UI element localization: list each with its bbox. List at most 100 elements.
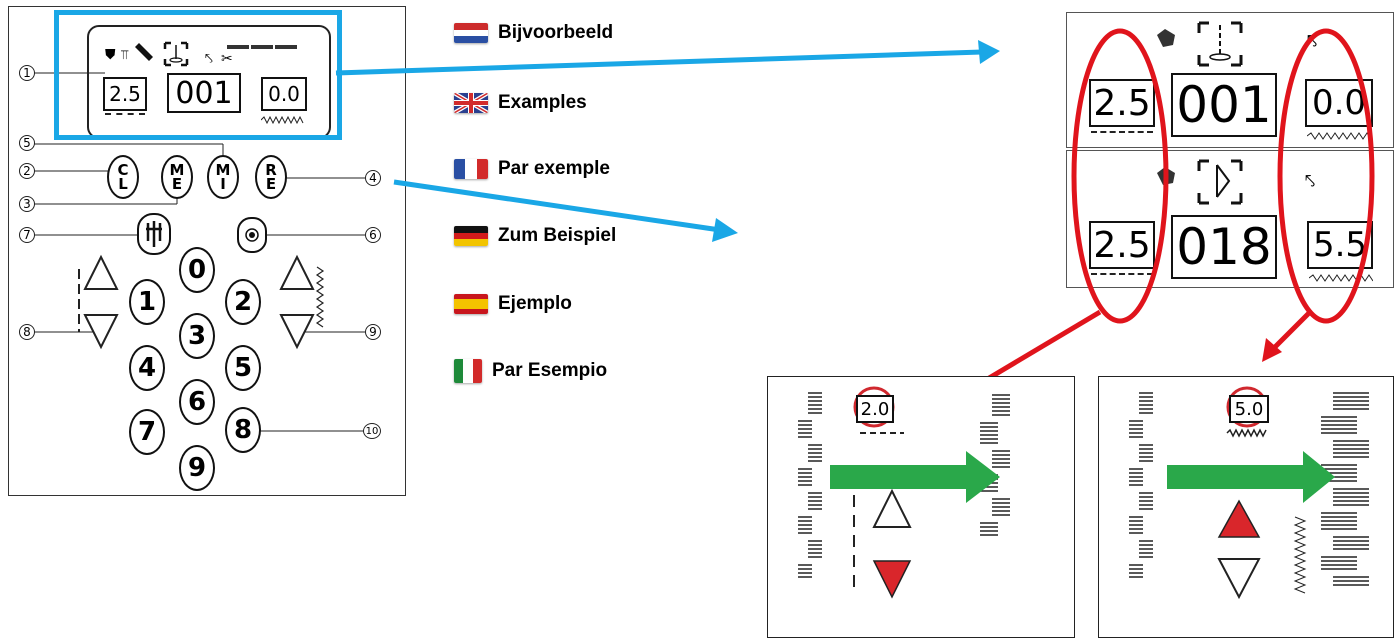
top-width-zigzag bbox=[1306, 127, 1372, 145]
language-label-spanish: Ejemplo bbox=[498, 293, 572, 314]
mode-icons: ⛊ ⫪ ⤣ ✂ bbox=[105, 41, 297, 67]
number-key-9[interactable]: 9 bbox=[179, 445, 215, 491]
language-italian: Par Esempio bbox=[454, 356, 734, 386]
lcd-icons: ⛊ ⫪ ⤣ ✂ bbox=[103, 39, 313, 67]
mi-key-bottom: I bbox=[220, 175, 226, 193]
width-zigzag bbox=[260, 111, 307, 129]
number-key-3[interactable]: 3 bbox=[179, 313, 215, 359]
top-length-box: 2.5 bbox=[1089, 79, 1155, 127]
green-arrowhead-left bbox=[966, 451, 1000, 503]
netherlands-flag-icon bbox=[454, 23, 488, 43]
language-label-french: Par exemple bbox=[498, 158, 610, 179]
language-spanish: Ejemplo bbox=[454, 289, 734, 319]
number-key-7[interactable]: 7 bbox=[129, 409, 165, 455]
length-adjust-value: 2.0 bbox=[860, 398, 890, 420]
germany-flag-icon bbox=[454, 226, 488, 246]
lcd-length-value: 2.5 bbox=[109, 82, 141, 106]
callout-9: 9 bbox=[365, 324, 381, 340]
length-adjust-box: 2.0 bbox=[856, 395, 894, 423]
lcd-pattern: 001 bbox=[167, 73, 241, 113]
re-key-top: R bbox=[265, 161, 277, 179]
top-pattern-value: 001 bbox=[1176, 76, 1272, 134]
bottom-length-value: 2.5 bbox=[1093, 224, 1151, 266]
top-pattern-box: 001 bbox=[1171, 73, 1277, 137]
callout-6: 6 bbox=[365, 227, 381, 243]
width-adjust-panel: 5.0 bbox=[1098, 376, 1394, 638]
number-key-5[interactable]: 5 bbox=[225, 345, 261, 391]
svg-text:✂: ✂ bbox=[221, 51, 233, 67]
me-key-bottom: E bbox=[171, 175, 183, 193]
language-label-dutch: Bijvoorbeeld bbox=[498, 22, 614, 43]
top-length-value: 2.5 bbox=[1093, 82, 1151, 124]
green-arrow-shaft-right bbox=[1167, 465, 1307, 489]
width-down-arrow bbox=[1217, 558, 1261, 600]
bottom-pattern-value: 018 bbox=[1176, 218, 1272, 276]
number-key-0[interactable]: 0 bbox=[179, 247, 215, 293]
svg-text:⫪: ⫪ bbox=[121, 48, 128, 63]
me-key-top: M bbox=[169, 161, 185, 179]
width-down-triangle bbox=[279, 314, 315, 350]
number-key-4[interactable]: 4 bbox=[129, 345, 165, 391]
bottom-pattern-icons: ⤣ bbox=[1157, 159, 1315, 205]
width-up-triangle bbox=[279, 254, 315, 290]
clear-key-bottom: L bbox=[118, 175, 128, 193]
start-stop-button[interactable] bbox=[237, 217, 267, 253]
clear-key-top: C bbox=[117, 161, 129, 179]
bottom-length-box: 2.5 bbox=[1089, 221, 1155, 269]
svg-text:⤣: ⤣ bbox=[1307, 31, 1317, 52]
re-key-bottom: E bbox=[265, 175, 277, 193]
bottom-length-dashes bbox=[1091, 273, 1153, 275]
mi-key-top: M bbox=[215, 161, 231, 179]
length-adjust-graphic bbox=[798, 386, 1010, 599]
callout-5: 5 bbox=[19, 135, 35, 151]
language-french: Par exemple bbox=[454, 154, 734, 184]
callout-4: 4 bbox=[365, 170, 381, 186]
width-adjust-box: 5.0 bbox=[1229, 395, 1269, 423]
svg-text:⛊: ⛊ bbox=[105, 47, 116, 63]
callout-8: 8 bbox=[19, 324, 35, 340]
number-key-6[interactable]: 6 bbox=[179, 379, 215, 425]
lcd-width: 0.0 bbox=[261, 77, 307, 111]
length-up-arrow bbox=[872, 488, 912, 528]
number-key-2[interactable]: 2 bbox=[225, 279, 261, 325]
number-key-1[interactable]: 1 bbox=[129, 279, 165, 325]
blue-arrowhead-bottom bbox=[712, 218, 738, 242]
width-highlight-oval bbox=[1277, 28, 1375, 324]
callout-lines bbox=[31, 72, 365, 432]
length-highlight-oval bbox=[1071, 28, 1169, 324]
svg-text:⤣: ⤣ bbox=[1305, 171, 1315, 192]
callout-10: 10 bbox=[363, 423, 381, 439]
language-german: Zum Beispiel bbox=[454, 221, 734, 251]
top-pattern-icons: ⤣ bbox=[1157, 21, 1317, 67]
width-adjust-value: 5.0 bbox=[1234, 398, 1264, 420]
language-label-english: Examples bbox=[498, 92, 587, 113]
lcd-width-value: 0.0 bbox=[268, 82, 300, 106]
top-length-dashes bbox=[1091, 131, 1153, 133]
blue-arrowhead-top bbox=[978, 40, 1000, 64]
top-width-box: 0.0 bbox=[1305, 79, 1373, 127]
twin-needle-icon bbox=[146, 221, 162, 247]
lcd-pattern-value: 001 bbox=[175, 75, 233, 111]
spain-flag-icon bbox=[454, 294, 488, 314]
twin-needle-button[interactable] bbox=[137, 213, 171, 255]
length-dashes bbox=[105, 113, 145, 115]
top-width-value: 0.0 bbox=[1311, 83, 1367, 123]
lcd-length: 2.5 bbox=[103, 77, 147, 111]
example-display-top: ⤣ 2.5 001 0.0 bbox=[1066, 12, 1394, 148]
bottom-width-value: 5.5 bbox=[1312, 225, 1368, 265]
length-down-arrow-active bbox=[872, 560, 912, 599]
record-icon bbox=[245, 228, 259, 242]
language-label-german: Zum Beispiel bbox=[498, 225, 617, 246]
number-key-8[interactable]: 8 bbox=[225, 407, 261, 453]
bottom-width-zigzag bbox=[1308, 269, 1374, 287]
callout-2: 2 bbox=[19, 163, 35, 179]
language-list: Bijvoorbeeld Examples Par exemple Zum Be… bbox=[454, 18, 734, 386]
callout-3: 3 bbox=[19, 196, 35, 212]
width-adjust-graphic bbox=[1129, 386, 1369, 600]
length-up-triangle bbox=[83, 254, 119, 290]
